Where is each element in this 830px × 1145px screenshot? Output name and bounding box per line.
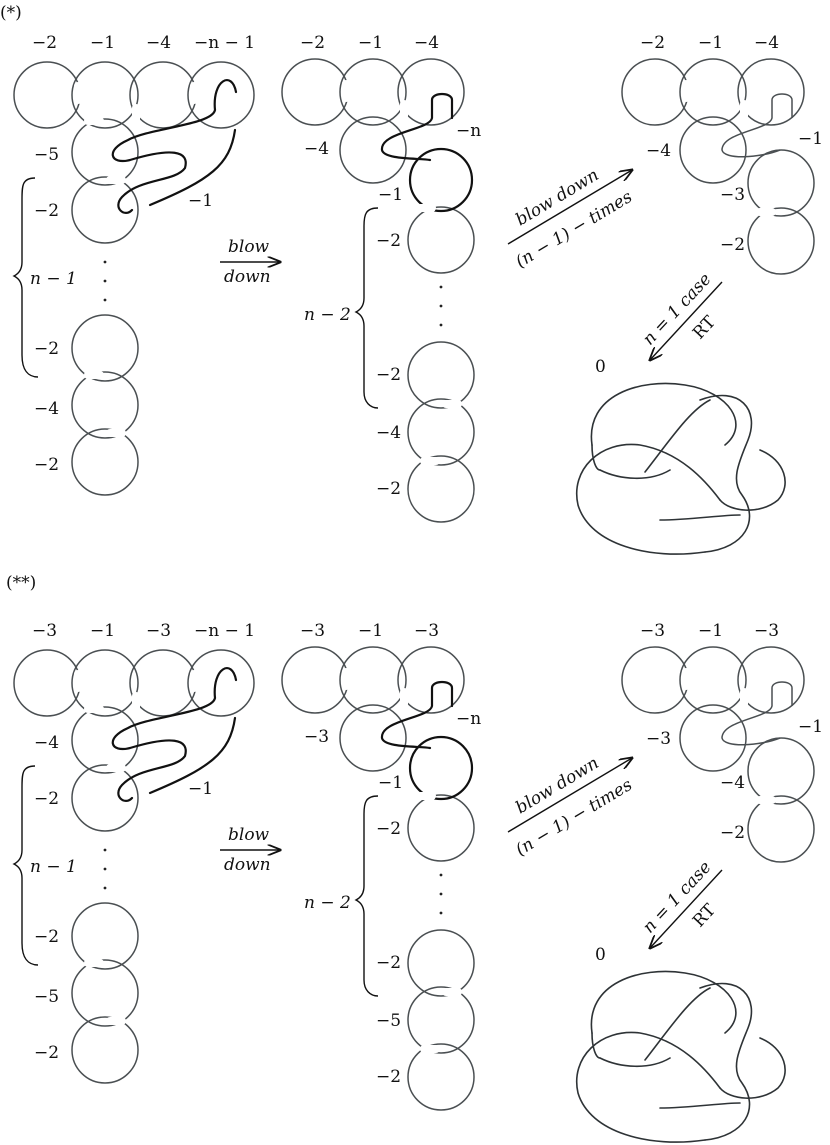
- d1-top-label-4: −n − 1: [194, 33, 255, 53]
- d1-side-label-5: −5: [34, 987, 59, 1007]
- d2-top-label-2: −1: [358, 33, 383, 53]
- arrow1-top-label: blow: [228, 237, 270, 257]
- knot-framing-label: 0: [595, 357, 606, 377]
- d2-top-label-2: −1: [358, 621, 383, 641]
- d2-side-label-3: −2: [376, 953, 401, 973]
- d1-top-label-1: −3: [32, 621, 57, 641]
- d2-side-label-4: −5: [376, 1011, 401, 1031]
- arrow1-bottom-label: down: [224, 267, 271, 287]
- d2-side-label-1: −2: [376, 231, 401, 251]
- d1-side-label-5: −4: [34, 399, 59, 419]
- d1-top-label-3: −4: [146, 33, 171, 53]
- arrow3-right-label: RT: [689, 312, 720, 344]
- d1-side-label-4: −2: [34, 927, 59, 947]
- section-1: (*) −2 −1 −4 −n − 1 −5 −2 n − 1 −2 −4 −2…: [0, 3, 823, 554]
- d2-side-label-5: −2: [376, 1067, 401, 1087]
- d1-top-label-2: −1: [90, 621, 115, 641]
- arrow1-bottom-label: down: [224, 855, 271, 875]
- d3-side-label-3: −4: [720, 773, 745, 793]
- d2-side-label-2: n − 2: [304, 893, 351, 913]
- d2-side-label-4: −4: [376, 423, 401, 443]
- d1-strand-label: −1: [188, 779, 213, 799]
- d3-top-label-3: −4: [754, 33, 779, 53]
- section-2: (**) −3 −1 −3 −n − 1 −4 −2 n − 1 −2 −5 −…: [6, 573, 823, 1142]
- d2-side-label-5: −2: [376, 479, 401, 499]
- d1-side-label-1: −4: [34, 733, 59, 753]
- d1-side-label-4: −2: [34, 339, 59, 359]
- d3-top-label-1: −2: [640, 33, 665, 53]
- d3-side-label-1: −4: [646, 141, 671, 161]
- d3-top-label-2: −1: [698, 621, 723, 641]
- d1-side-label-1: −5: [34, 145, 59, 165]
- d3-side-label-4: −2: [720, 823, 745, 843]
- d1-top-label-1: −2: [32, 33, 57, 53]
- d2-top-label-1: −2: [300, 33, 325, 53]
- d2-side-label-2: n − 2: [304, 305, 351, 325]
- d2-second-label-2: −n: [456, 121, 481, 141]
- section-1-marker: (*): [0, 3, 22, 23]
- d1-side-label-3: n − 1: [30, 269, 77, 289]
- d1-side-label-3: n − 1: [30, 857, 77, 877]
- arrow1-top-label: blow: [228, 825, 270, 845]
- d2-side-label-1: −2: [376, 819, 401, 839]
- section-2-marker: (**): [6, 573, 36, 593]
- arrow3-right-label: RT: [689, 900, 720, 932]
- knot-framing-label: 0: [595, 945, 606, 965]
- d2-second-label-1: −3: [304, 727, 329, 747]
- d2-second-label-2: −n: [456, 709, 481, 729]
- d1-side-label-2: −2: [34, 201, 59, 221]
- d3-side-label-4: −2: [720, 235, 745, 255]
- d2-side-label-3: −2: [376, 365, 401, 385]
- d1-side-label-2: −2: [34, 789, 59, 809]
- d3-side-label-3: −3: [720, 185, 745, 205]
- d3-side-label-1: −3: [646, 729, 671, 749]
- d3-top-label-1: −3: [640, 621, 665, 641]
- d3-top-label-2: −1: [698, 33, 723, 53]
- d2-second-label-3: −1: [378, 773, 403, 793]
- d1-top-label-3: −3: [146, 621, 171, 641]
- d2-second-label-1: −4: [304, 139, 329, 159]
- d1-side-label-6: −2: [34, 455, 59, 475]
- d2-top-label-1: −3: [300, 621, 325, 641]
- d3-top-label-3: −3: [754, 621, 779, 641]
- d1-top-label-2: −1: [90, 33, 115, 53]
- d1-top-label-4: −n − 1: [194, 621, 255, 641]
- d2-second-label-3: −1: [378, 185, 403, 205]
- d1-side-label-6: −2: [34, 1043, 59, 1063]
- d2-top-label-3: −3: [414, 621, 439, 641]
- d1-strand-label: −1: [188, 191, 213, 211]
- d2-top-label-3: −4: [414, 33, 439, 53]
- d3-side-label-2: −1: [798, 717, 823, 737]
- d3-side-label-2: −1: [798, 129, 823, 149]
